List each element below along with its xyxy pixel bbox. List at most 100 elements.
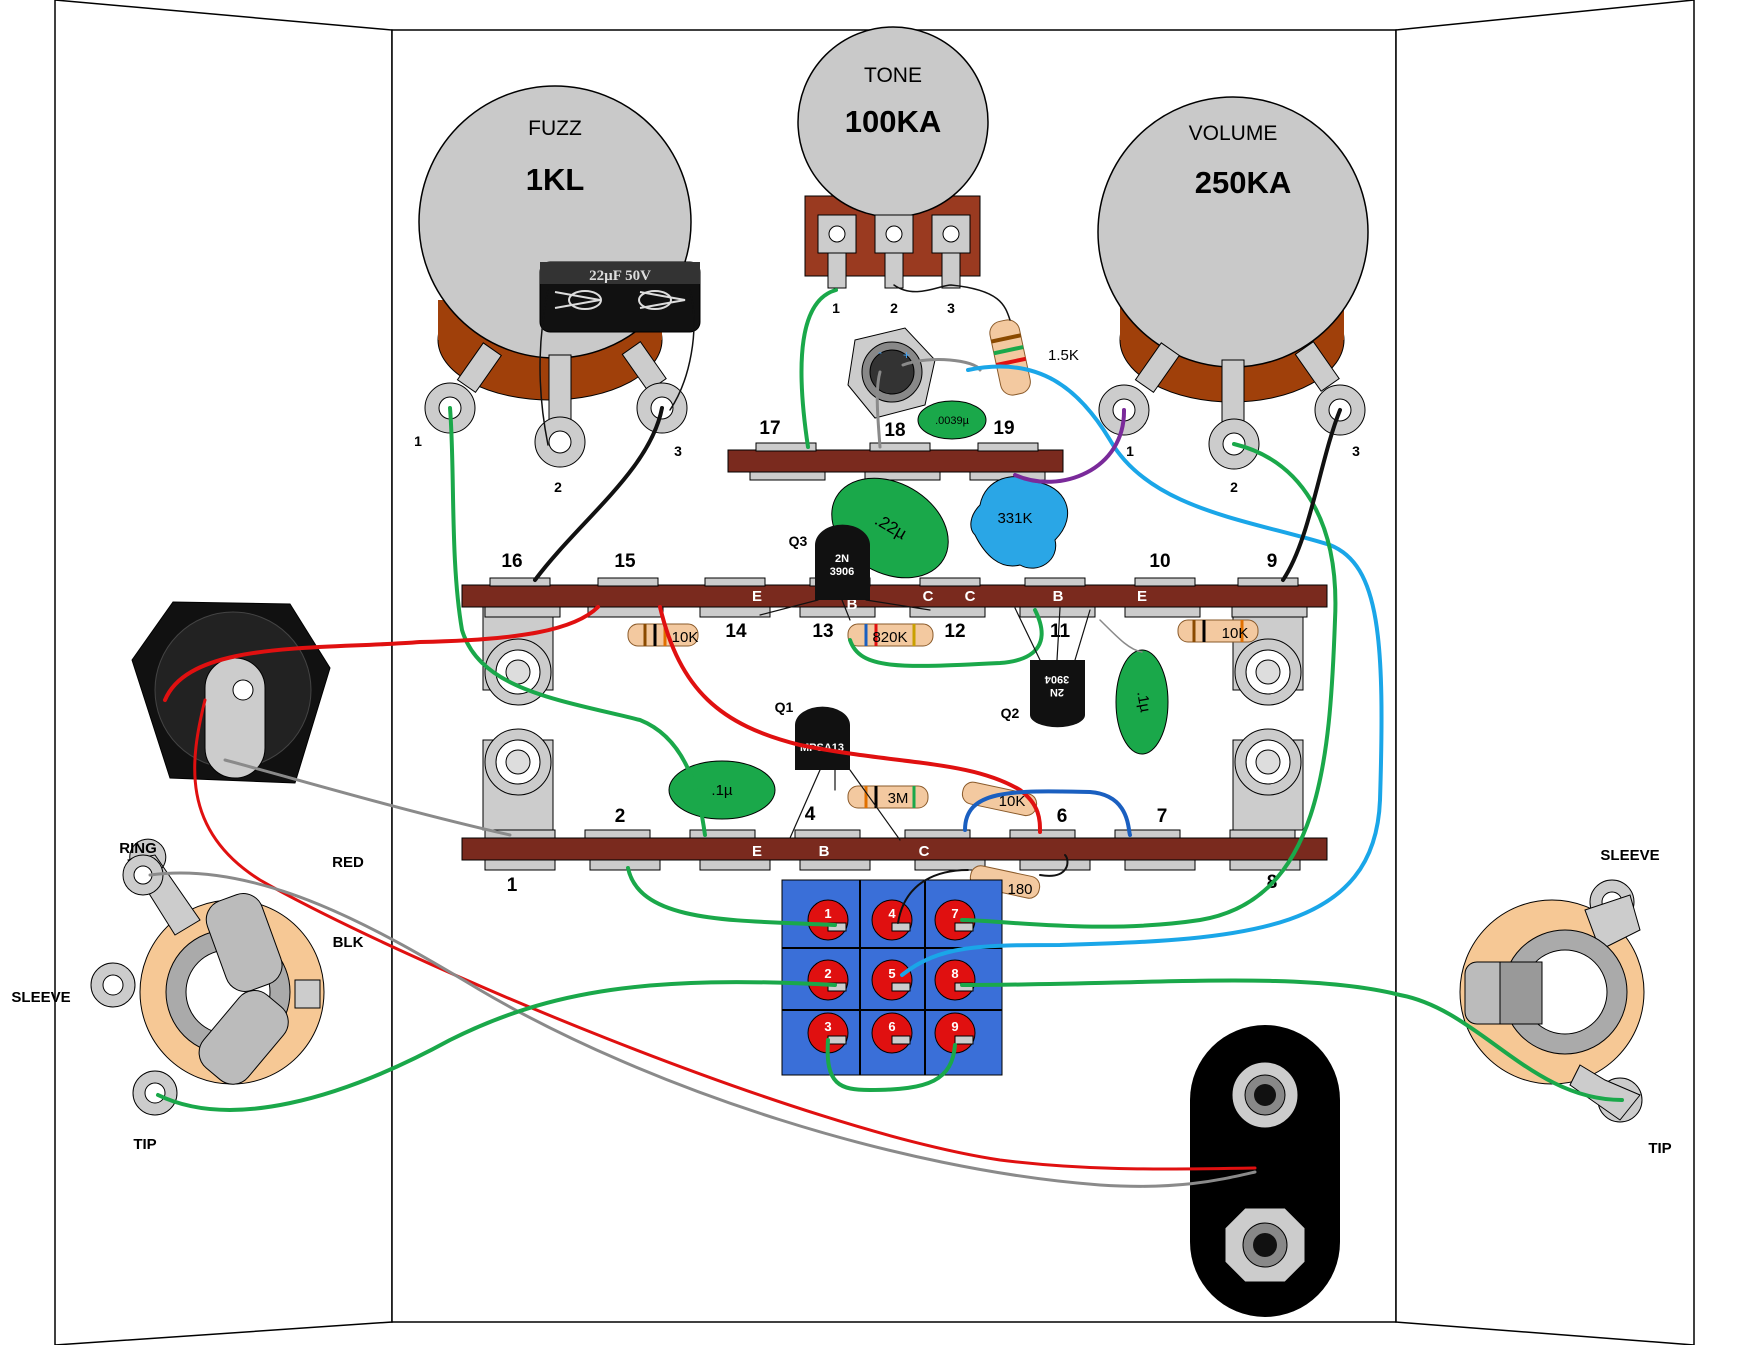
svg-text:+: + — [903, 348, 910, 362]
resistors — [627, 619, 1259, 899]
q1-ref: Q1 — [775, 699, 794, 715]
board-top-num-18: 18 — [884, 420, 905, 441]
q2-ref: Q2 — [1001, 705, 1020, 721]
fuzz-lug1-label: 1 — [414, 433, 422, 449]
fuzz-lug3-label: 3 — [674, 443, 682, 459]
volume-pot[interactable] — [1097, 96, 1369, 470]
board-top-num-19: 19 — [993, 418, 1014, 439]
input-jack-left[interactable] — [90, 838, 325, 1116]
tone-lug1-label: 1 — [832, 300, 840, 316]
board-mid-num-16: 16 — [501, 551, 522, 572]
label-red: RED — [332, 854, 364, 871]
switch-pin-9: 9 — [951, 1019, 958, 1034]
board-bot-num-7: 7 — [1157, 806, 1168, 827]
fuzz-lug2-label: 2 — [554, 479, 562, 495]
capacitor-1-left-label: .1µ — [711, 782, 733, 799]
board-top-num-17: 17 — [759, 418, 780, 439]
capacitor-331k — [970, 476, 1068, 569]
label-ring: RING — [119, 840, 157, 857]
board-mid-num-9: 9 — [1267, 551, 1278, 572]
terminal-board-bottom — [461, 829, 1328, 871]
electrolytic-capacitor[interactable] — [539, 261, 701, 333]
footswitch-3pdt[interactable] — [781, 879, 1003, 1076]
pad-e1: E — [752, 588, 762, 605]
switch-pin-8: 8 — [951, 966, 958, 981]
transistor-q2 — [1030, 660, 1085, 728]
q2-part-top: 2N — [1050, 686, 1064, 698]
svg-text:-: - — [878, 345, 882, 359]
board-bot-num-1: 1 — [507, 875, 518, 896]
dc-power-jack[interactable] — [131, 601, 331, 784]
resistor-10k-b-label: 10K — [1222, 625, 1249, 642]
pad-c1: C — [923, 588, 934, 605]
board-mid-numbers: 16 15 14 13 12 11 10 9 — [501, 551, 1277, 642]
switch-pin-labels: 1 4 7 2 5 8 3 6 9 — [824, 906, 958, 1034]
volume-lug2-label: 2 — [1230, 479, 1238, 495]
tone-lug3-label: 3 — [947, 300, 955, 316]
transistor-q1 — [795, 706, 850, 770]
q2-part-bottom: 3904 — [1044, 673, 1069, 685]
label-blk: BLK — [333, 934, 364, 951]
capacitor-1-right-label: .1µ — [1133, 690, 1153, 714]
board-mid-num-13: 13 — [812, 621, 833, 642]
transistor-q3 — [815, 524, 870, 600]
terminal-board-top — [727, 442, 1064, 481]
pad-c2: C — [965, 588, 976, 605]
resistor-180-label: 180 — [1007, 881, 1032, 898]
volume-lug3-label: 3 — [1352, 443, 1360, 459]
switch-pin-2: 2 — [824, 966, 831, 981]
board-bot-num-6: 6 — [1057, 806, 1068, 827]
switch-pin-3: 3 — [824, 1019, 831, 1034]
volume-pot-value: 250KA — [1195, 165, 1292, 200]
resistor-1k5 — [989, 319, 1031, 396]
board-mid-num-12: 12 — [944, 621, 965, 642]
switch-pin-1: 1 — [824, 906, 831, 921]
capacitor-331k-label: 331K — [997, 510, 1032, 527]
capacitor-0039 — [917, 400, 987, 440]
tone-pot[interactable] — [797, 26, 989, 289]
pad-b3: B — [819, 843, 830, 860]
resistor-3m-label: 3M — [888, 790, 909, 807]
resistor-10k-a-label: 10K — [672, 629, 699, 646]
output-jack-right[interactable] — [1459, 879, 1645, 1123]
board-mid-pad-labels: E B C C B E — [752, 588, 1147, 613]
capacitor-0039-label: .0039µ — [935, 415, 970, 427]
fuzz-pot-value: 1KL — [526, 162, 585, 197]
resistor-10k-c-label: 10K — [999, 793, 1026, 810]
resistor-820k-label: 820K — [872, 629, 907, 646]
battery-snap — [1190, 1025, 1340, 1317]
board-bottom-pad-labels: E B C — [752, 843, 930, 860]
fuzz-pot-name: FUZZ — [528, 117, 582, 140]
q3-ref: Q3 — [789, 533, 808, 549]
label-tip-left: TIP — [133, 1136, 156, 1153]
pad-b1: B — [847, 596, 858, 613]
pad-e3: E — [752, 843, 762, 860]
switch-pin-5: 5 — [888, 966, 895, 981]
board-bot-num-2: 2 — [615, 806, 626, 827]
label-sleeve-right: SLEEVE — [1600, 847, 1659, 864]
board-mid-num-14: 14 — [725, 621, 747, 642]
capacitor-1-right — [1115, 649, 1169, 755]
pad-c3: C — [919, 843, 930, 860]
pad-b2: B — [1053, 588, 1064, 605]
board-mid-num-10: 10 — [1149, 551, 1170, 572]
tone-pot-value: 100KA — [845, 104, 942, 139]
label-tip-right: TIP — [1648, 1140, 1671, 1157]
volume-pot-name: VOLUME — [1189, 122, 1278, 145]
label-sleeve-left: SLEEVE — [11, 989, 70, 1006]
tone-pot-name: TONE — [864, 64, 922, 87]
wires — [148, 284, 1624, 1188]
switch-pin-6: 6 — [888, 1019, 895, 1034]
switch-pin-4: 4 — [888, 906, 896, 921]
tone-lug2-label: 2 — [890, 300, 898, 316]
q3-part-top: 2N — [835, 553, 849, 565]
capacitor-1-left — [668, 760, 776, 820]
board-bot-num-4: 4 — [805, 804, 816, 825]
volume-lug1-label: 1 — [1126, 443, 1134, 459]
resistor-1k5-label: 1.5K — [1048, 347, 1079, 364]
board-mid-num-15: 15 — [614, 551, 636, 572]
q3-part-bottom: 3906 — [830, 566, 854, 578]
board-mid-num-11: 11 — [1050, 621, 1071, 642]
electrolytic-label: 22µF 50V — [589, 268, 651, 284]
